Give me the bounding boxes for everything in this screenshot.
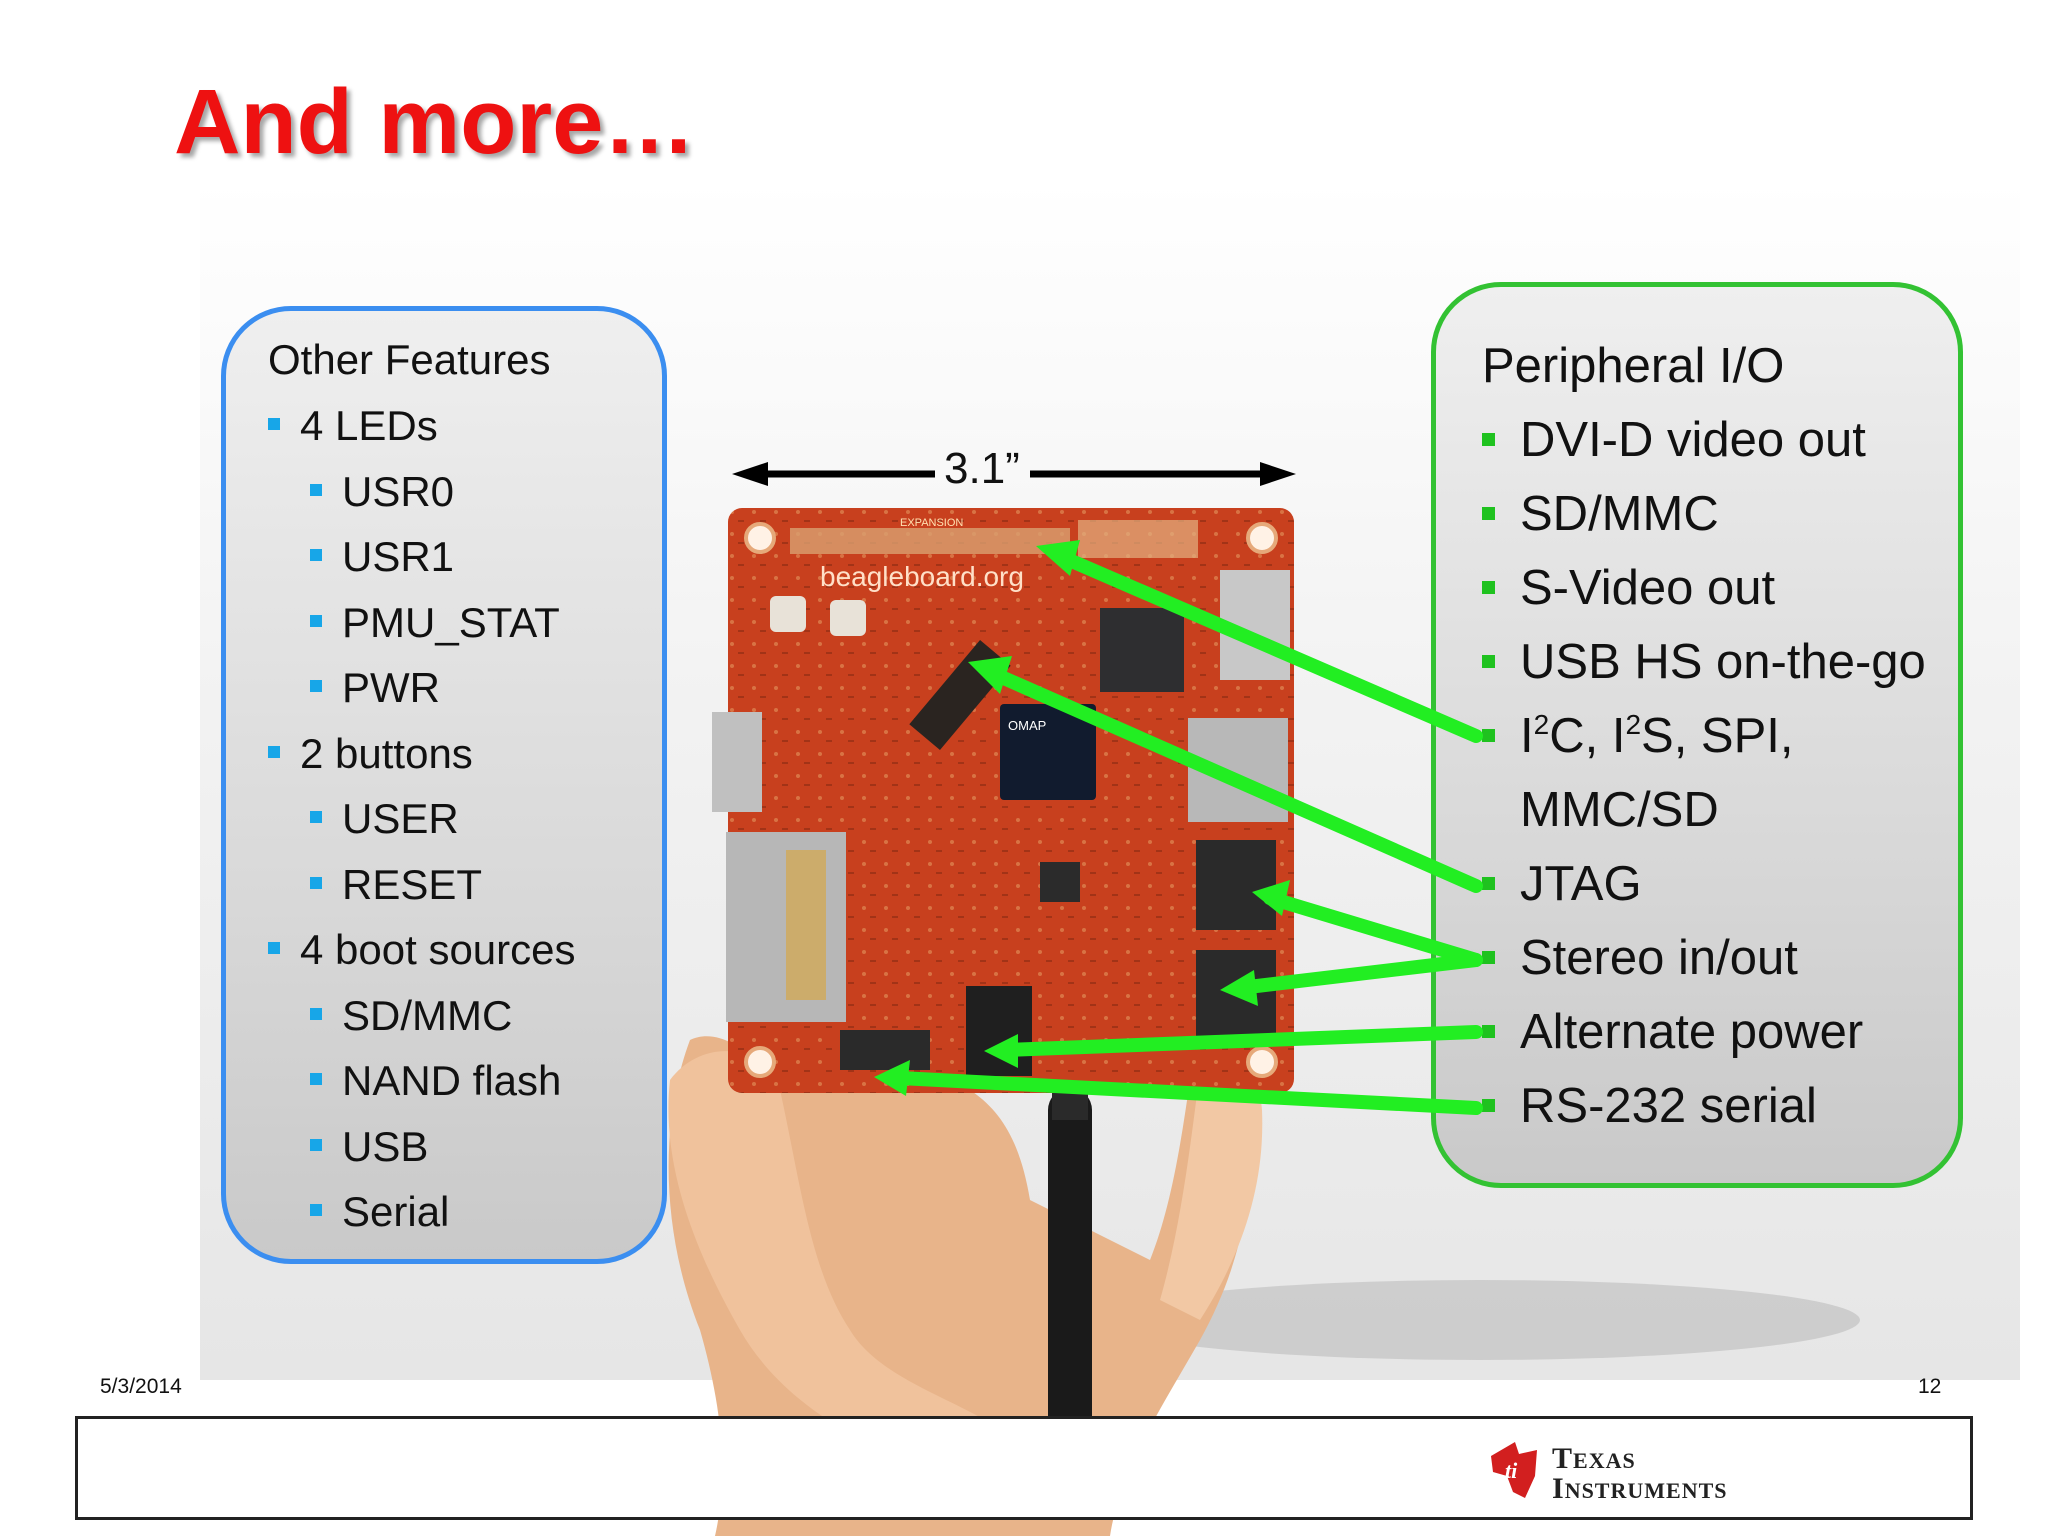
bullet-icon [1482, 433, 1495, 446]
other-features-panel: Other Features 4 LEDs USR0 USR1 PMU_STAT… [221, 306, 667, 1264]
bullet-icon [268, 942, 280, 954]
list-item: USR0 [268, 468, 662, 535]
bullet-icon [310, 1007, 322, 1020]
list-item-i2c: I2C, I2S, SPI, [1482, 709, 1958, 783]
list-item: RESET [268, 861, 662, 928]
list-item: Serial [268, 1189, 662, 1255]
bullet-icon [1482, 655, 1495, 668]
ti-logo-line2: INSTRUMENTS [1552, 1472, 1728, 1505]
bullet-icon [310, 1138, 322, 1151]
list-item: USB [268, 1123, 662, 1190]
list-item: USR1 [268, 534, 662, 600]
peripheral-io-panel: Peripheral I/O DVI-D video out SD/MMC S-… [1431, 282, 1963, 1188]
list-item: PMU_STAT [268, 599, 662, 666]
bullet-icon [1482, 951, 1495, 964]
bullet-icon [1482, 877, 1495, 890]
list-item-sdmmc: SD/MMC [1482, 487, 1958, 561]
list-item-stereo: Stereo in/out [1482, 931, 1958, 1005]
list-item: PWR [268, 665, 662, 731]
list-item-jtag: JTAG [1482, 857, 1958, 931]
board-width-label: 3.1” [944, 444, 1020, 493]
bullet-icon [1482, 729, 1495, 742]
list-item: 4 LEDs [268, 403, 662, 469]
list-item: 4 boot sources [268, 927, 662, 993]
list-item: USER [268, 796, 662, 862]
svg-text:ti: ti [1505, 1458, 1518, 1483]
ti-logo-icon: ti [1491, 1442, 1537, 1498]
bullet-icon [310, 1204, 322, 1216]
bullet-icon [1482, 507, 1495, 520]
list-item-dvi: DVI-D video out [1482, 413, 1958, 487]
list-item-usb: USB HS on-the-go [1482, 635, 1958, 709]
bullet-icon [310, 483, 322, 496]
list-item: NAND flash [268, 1058, 662, 1124]
list-item-svideo: S-Video out [1482, 561, 1958, 635]
slide-title: And more… [174, 71, 696, 173]
bullet-icon [268, 745, 280, 758]
list-item-i2c-continued: MMC/SD [1520, 783, 1719, 837]
bullet-icon [310, 876, 322, 889]
list-item: SD/MMC [268, 992, 662, 1059]
list-item: 2 buttons [268, 730, 662, 797]
bullet-icon [310, 549, 322, 561]
bullet-icon [310, 680, 322, 692]
bullet-icon [268, 418, 280, 430]
bullet-icon [310, 811, 322, 823]
bullet-icon [310, 1073, 322, 1085]
bullet-icon [310, 614, 322, 627]
bullet-icon [1482, 1099, 1495, 1112]
bullet-icon [1482, 1025, 1495, 1038]
slide-date: 5/3/2014 [100, 1375, 182, 1398]
bullet-icon [1482, 581, 1495, 594]
ti-logo-line1: TEXAS [1552, 1442, 1636, 1475]
slide-page-number: 12 [1918, 1375, 1942, 1398]
other-features-heading: Other Features [268, 336, 551, 383]
list-item-serial: RS-232 serial [1482, 1079, 1958, 1153]
peripheral-io-heading: Peripheral I/O [1482, 339, 1785, 393]
footer-bar [75, 1416, 1973, 1520]
list-item-power: Alternate power [1482, 1005, 1958, 1079]
